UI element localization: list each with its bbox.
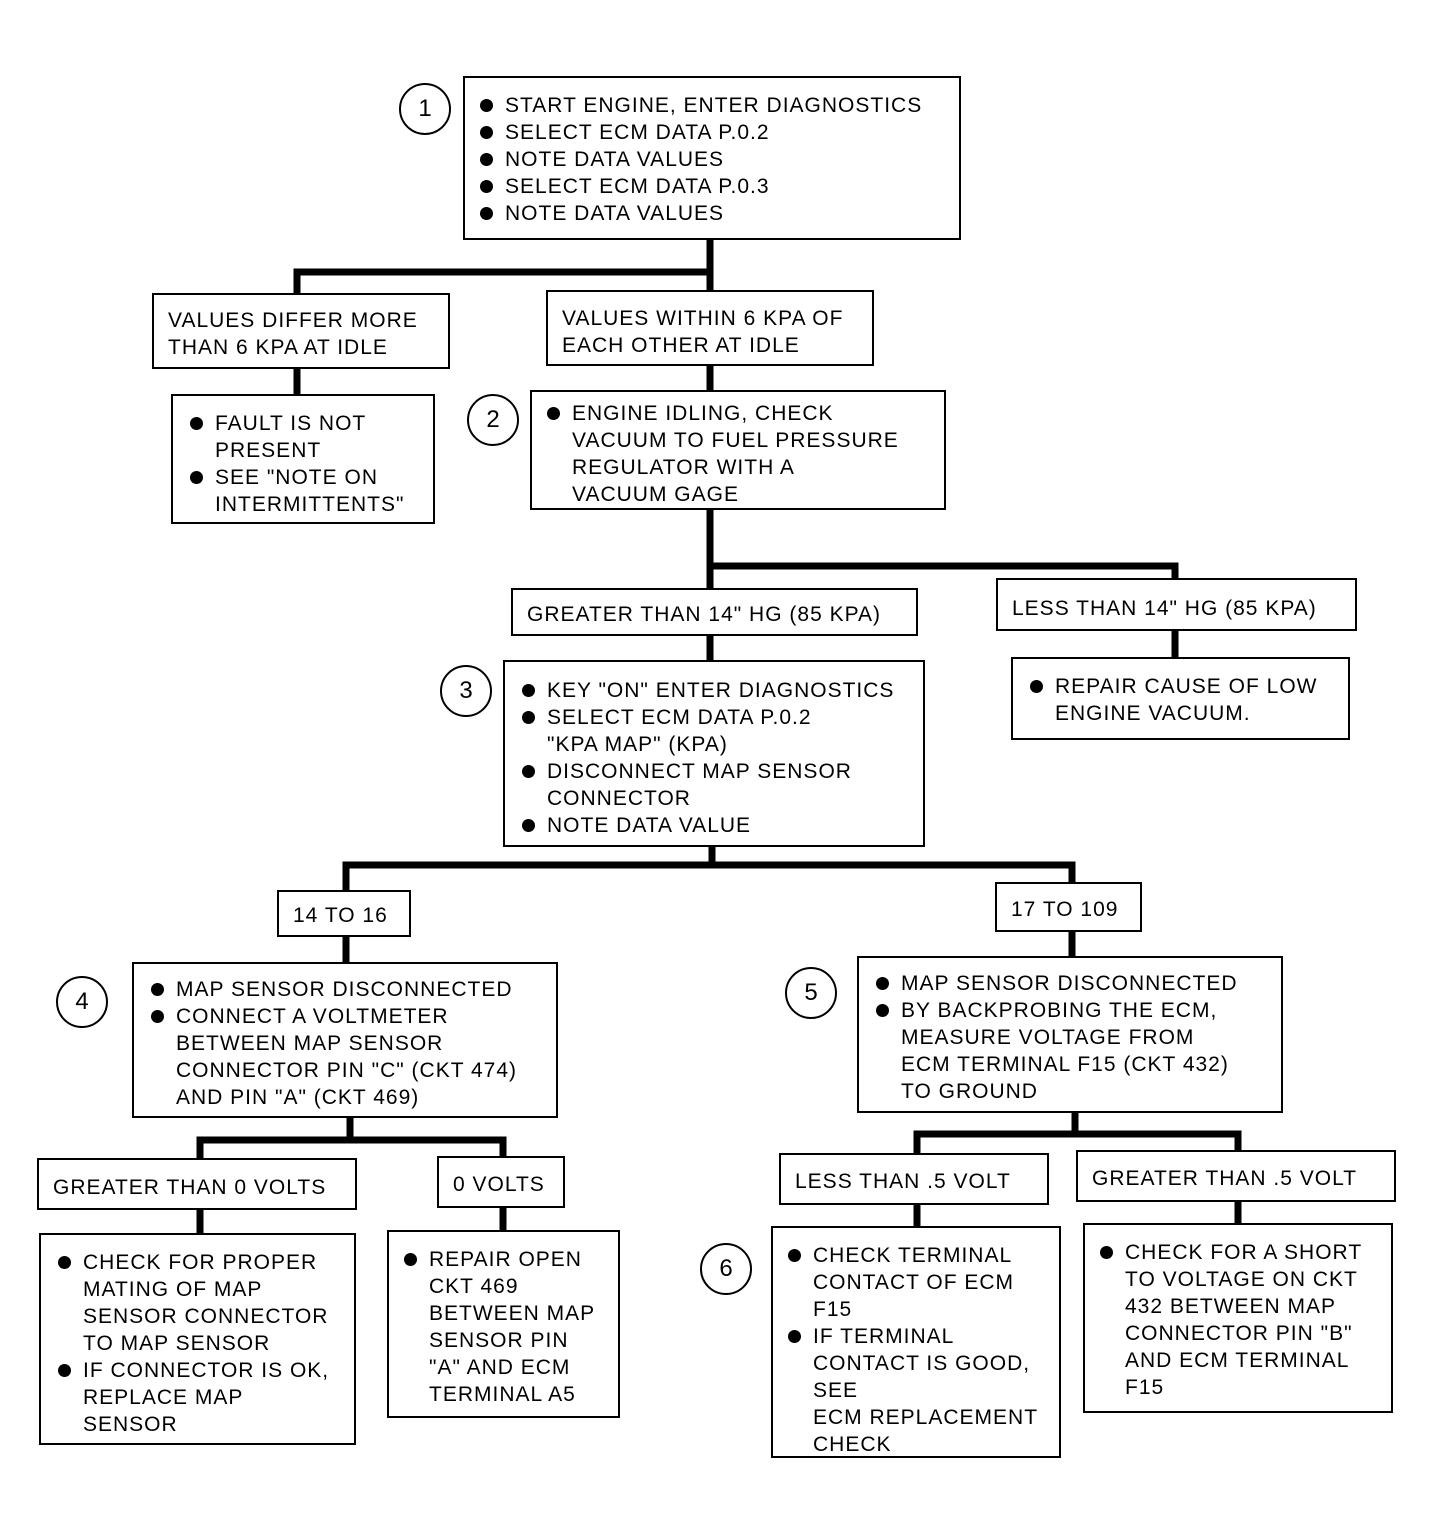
check-terminal-contact-box: CHECK TERMINAL CONTACT OF ECM F15 IF TER… [771, 1226, 1061, 1458]
repair-vacuum-box: REPAIR CAUSE OF LOW ENGINE VACUUM. [1011, 657, 1350, 740]
bullet-item: START ENGINE, ENTER DIAGNOSTICS [477, 92, 947, 119]
greater-than-14-box: GREATER THAN 14" Hg (85 KPA) [511, 588, 918, 636]
values-within-box: VALUES WITHIN 6 KPA OF EACH OTHER AT IDL… [546, 290, 874, 366]
check-short-to-voltage-box: CHECK FOR A SHORT TO VOLTAGE ON CKT 432 … [1083, 1223, 1393, 1413]
bullet-item: SELECT ECM DATA P.0.2 [477, 119, 947, 146]
bullet-item: DISCONNECT MAP SENSOR CONNECTOR [519, 758, 923, 812]
bullet-item: CONNECT A VOLTMETER BETWEEN MAP SENSOR C… [148, 1003, 556, 1111]
bullet-item: BY BACKPROBING THE ECM, MEASURE VOLTAGE … [873, 997, 1281, 1105]
bullet-item: SELECT ECM DATA P.0.3 [477, 173, 947, 200]
bullet-item: ENGINE IDLING, CHECK VACUUM TO FUEL PRES… [544, 400, 944, 508]
condition-label: GREATER THAN 14" Hg (85 KPA) [527, 603, 882, 626]
step-number-1: 1 [399, 83, 451, 135]
step-number-6: 6 [700, 1243, 752, 1295]
condition-label: 14 TO 16 [293, 904, 388, 927]
bullet-item: MAP SENSOR DISCONNECTED [873, 970, 1281, 997]
less-than-14-box: LESS THAN 14" Hg (85 KPA) [996, 578, 1357, 631]
range-14-to-16-box: 14 TO 16 [277, 890, 411, 937]
check-connector-mating-box: CHECK FOR PROPER MATING OF MAP SENSOR CO… [39, 1233, 356, 1445]
bullet-item: NOTE DATA VALUES [477, 200, 947, 227]
bullet-item: MAP SENSOR DISCONNECTED [148, 976, 556, 1003]
step-number-2: 2 [467, 394, 519, 446]
condition-label: GREATER THAN 0 VOLTS [53, 1176, 327, 1199]
bullet-item: IF CONNECTOR IS OK, REPLACE MAP SENSOR [55, 1357, 354, 1438]
backprobe-ecm-box: MAP SENSOR DISCONNECTED BY BACKPROBING T… [857, 956, 1283, 1113]
bullet-item: CHECK FOR A SHORT TO VOLTAGE ON CKT 432 … [1097, 1239, 1391, 1401]
bullet-item: IF TERMINAL CONTACT IS GOOD, SEE ECM REP… [785, 1323, 1059, 1458]
step-number-4: 4 [56, 976, 108, 1028]
condition-label: VALUES WITHIN 6 KPA OF EACH OTHER AT IDL… [562, 307, 844, 357]
key-on-diagnostics-box: KEY "ON" ENTER DIAGNOSTICS SELECT ECM DA… [503, 660, 925, 847]
less-than-half-volt-box: LESS THAN .5 VOLT [779, 1153, 1049, 1205]
bullet-item: SEE "NOTE ON INTERMITTENTS" [187, 464, 433, 518]
bullet-item: NOTE DATA VALUE [519, 812, 923, 839]
condition-label: 0 VOLTS [453, 1173, 545, 1196]
bullet-item: SELECT ECM DATA P.0.2 "KPA MAP" (KPA) [519, 704, 923, 758]
repair-open-circuit-box: REPAIR OPEN CKT 469 BETWEEN MAP SENSOR P… [387, 1230, 620, 1418]
zero-volts-box: 0 VOLTS [437, 1156, 565, 1208]
condition-label: 17 TO 109 [1011, 898, 1119, 921]
range-17-to-109-box: 17 TO 109 [995, 882, 1142, 932]
condition-label: LESS THAN .5 VOLT [795, 1170, 1011, 1193]
step-number-3: 3 [440, 665, 492, 717]
voltmeter-check-box: MAP SENSOR DISCONNECTED CONNECT A VOLTME… [132, 962, 558, 1118]
step-number-5: 5 [785, 967, 837, 1019]
bullet-item: REPAIR OPEN CKT 469 BETWEEN MAP SENSOR P… [401, 1246, 618, 1408]
condition-label: LESS THAN 14" Hg (85 KPA) [1012, 597, 1317, 620]
greater-than-half-volt-box: GREATER THAN .5 VOLT [1076, 1150, 1396, 1202]
bullet-item: REPAIR CAUSE OF LOW ENGINE VACUUM. [1027, 673, 1348, 727]
condition-label: GREATER THAN .5 VOLT [1092, 1167, 1358, 1190]
bullet-item: FAULT IS NOT PRESENT [187, 410, 433, 464]
bullet-item: NOTE DATA VALUES [477, 146, 947, 173]
fault-not-present-box: FAULT IS NOT PRESENT SEE "NOTE ON INTERM… [171, 394, 435, 524]
check-vacuum-box: ENGINE IDLING, CHECK VACUUM TO FUEL PRES… [530, 390, 946, 510]
condition-label: VALUES DIFFER MORE THAN 6 KPA AT IDLE [168, 309, 418, 359]
bullet-item: CHECK TERMINAL CONTACT OF ECM F15 [785, 1242, 1059, 1323]
greater-than-0-volts-box: GREATER THAN 0 VOLTS [37, 1158, 357, 1210]
values-differ-box: VALUES DIFFER MORE THAN 6 KPA AT IDLE [152, 293, 450, 369]
bullet-item: CHECK FOR PROPER MATING OF MAP SENSOR CO… [55, 1249, 354, 1357]
bullet-item: KEY "ON" ENTER DIAGNOSTICS [519, 677, 923, 704]
start-diagnostics-box: START ENGINE, ENTER DIAGNOSTICS SELECT E… [463, 76, 961, 240]
